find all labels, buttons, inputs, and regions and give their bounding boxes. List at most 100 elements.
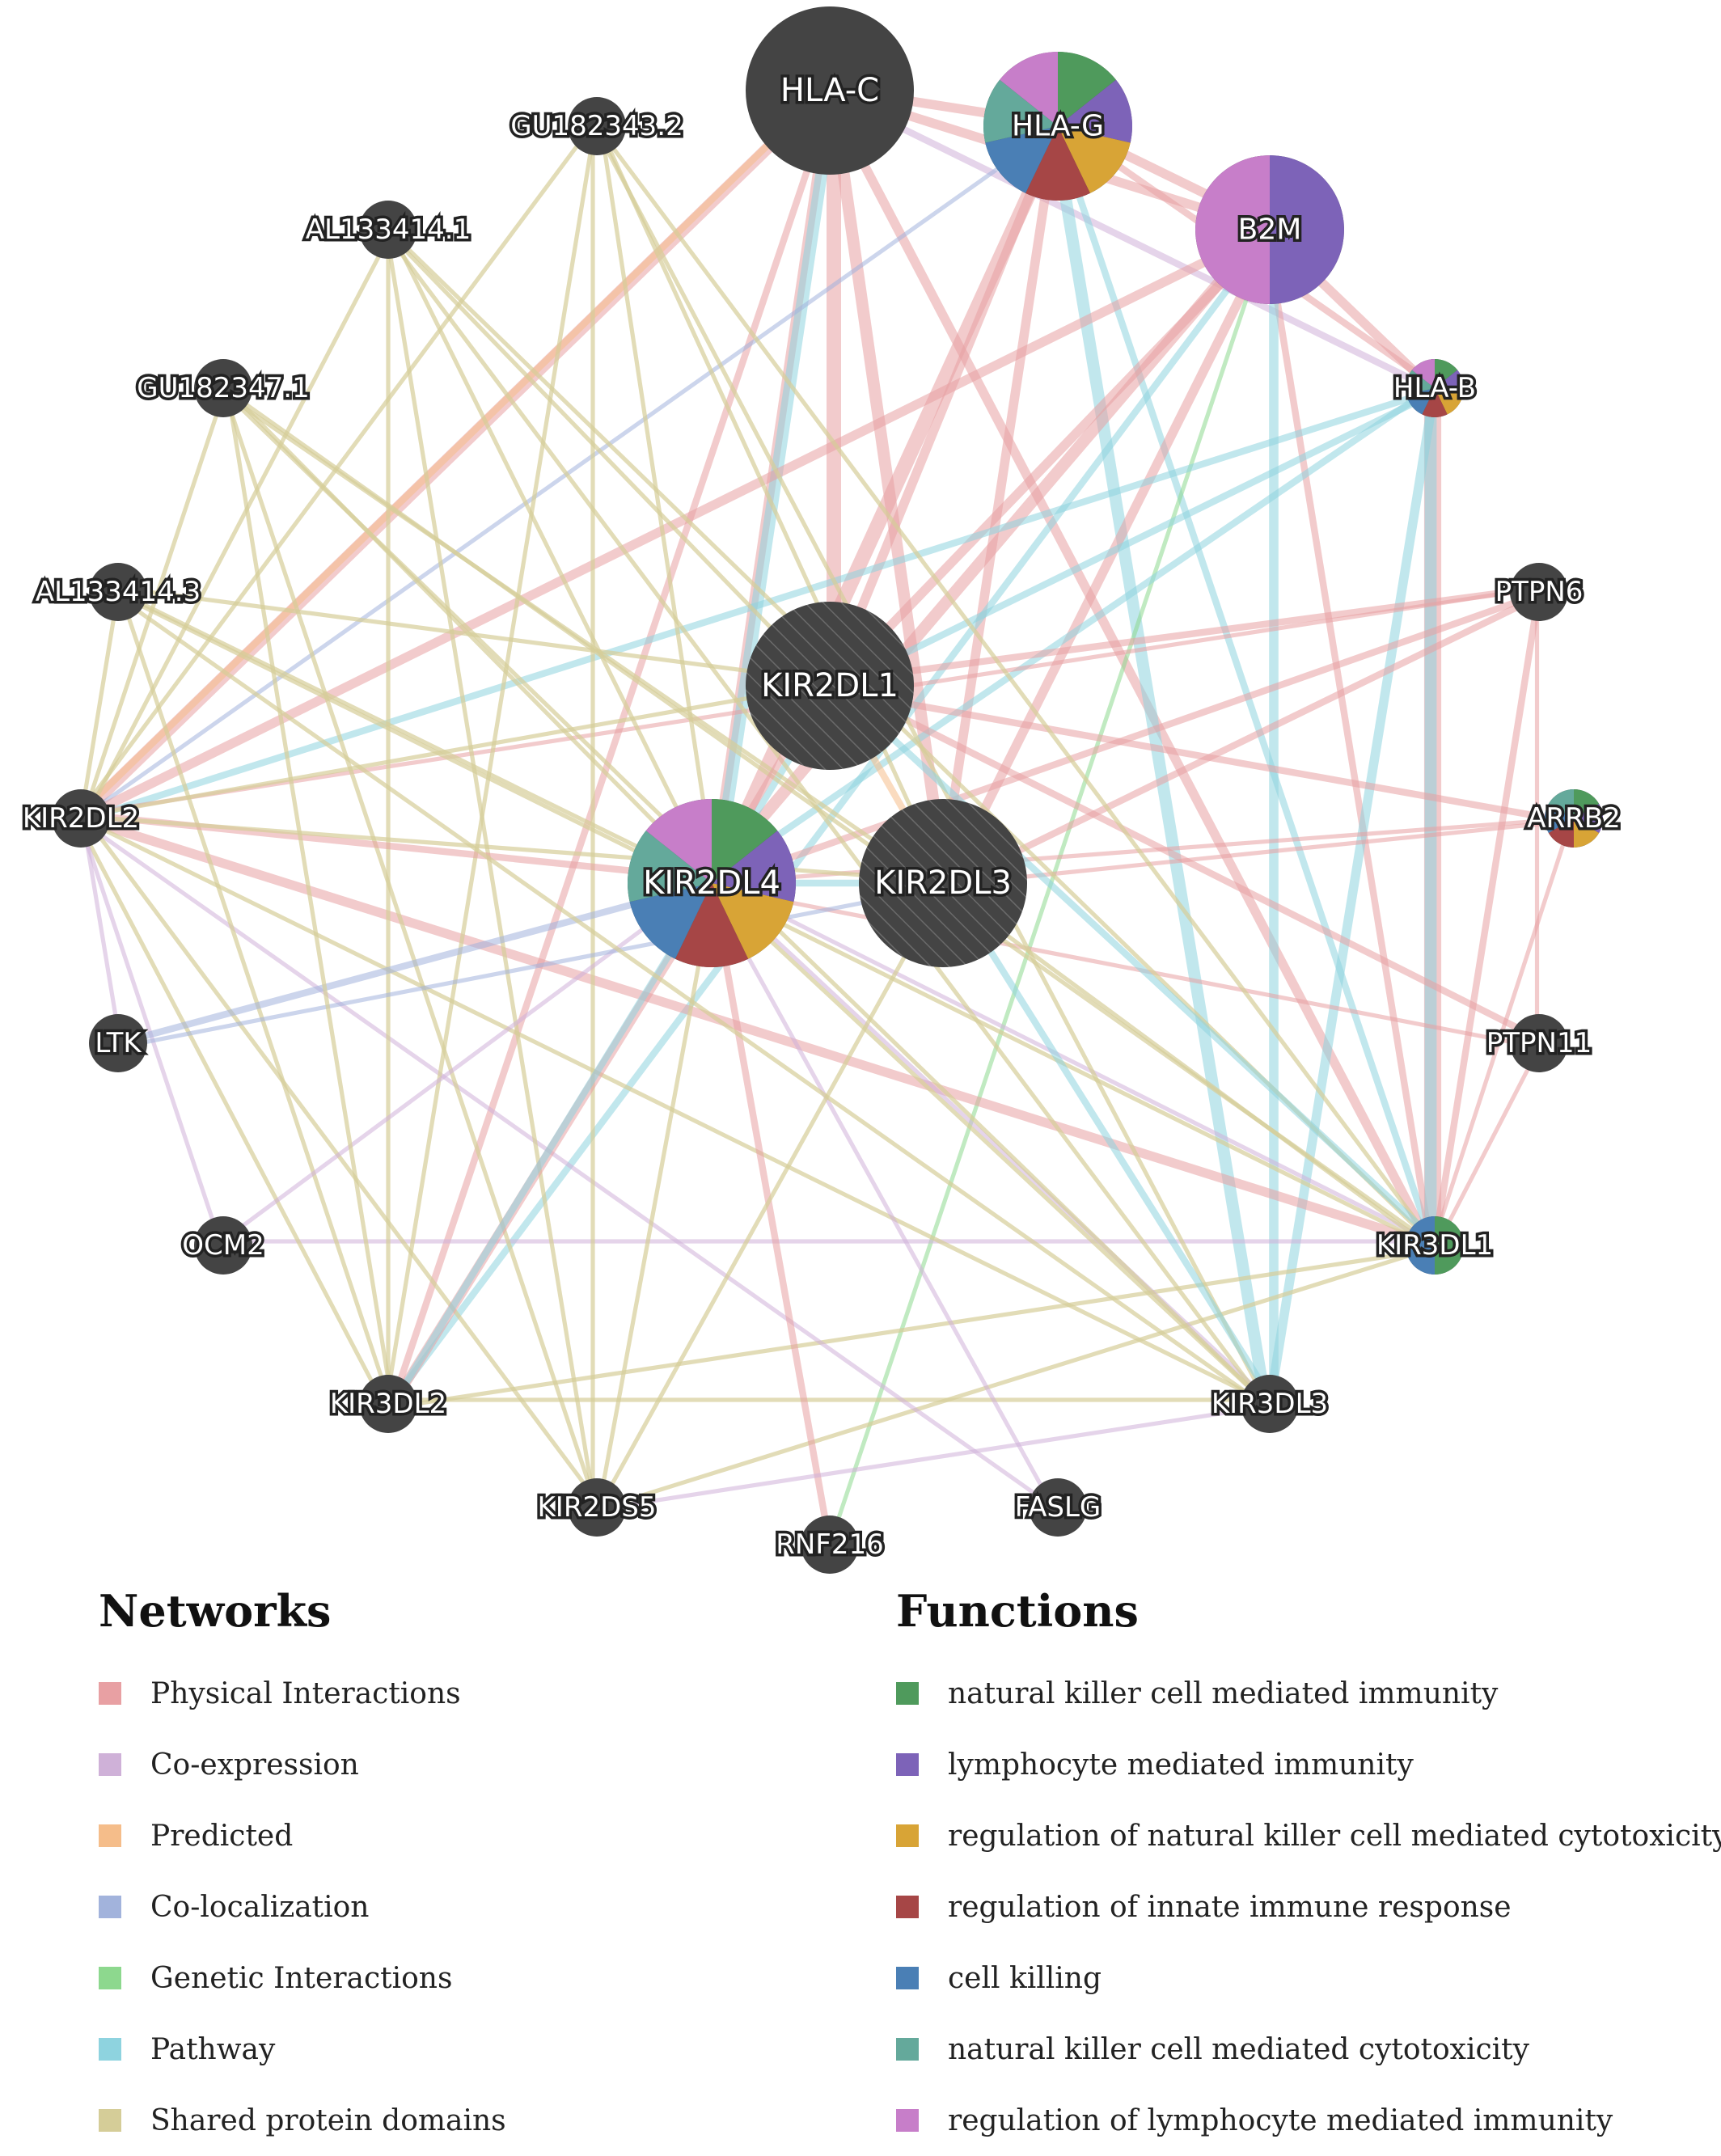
node-label-ocm2: OCM2 (182, 1229, 264, 1262)
edge-hla-b-kir2dl1 (830, 388, 1439, 693)
edge-hla-c-kir2dl2 (75, 85, 830, 818)
co-localization-swatch (99, 1896, 121, 1918)
function-slice-cell-killing (1545, 804, 1574, 833)
edge-ptpn6-kir3dl1 (1431, 591, 1543, 1246)
edge-gu182343-2-kir2dl3 (596, 124, 947, 884)
edge-ptpn11-kir2dl1 (830, 679, 1543, 1043)
function-slice-regulation-of-natural-killer-cell-mediated-cytotoxicity (1574, 818, 1600, 848)
node-ocm2[interactable]: OCM2 (180, 1216, 267, 1275)
node-ltk[interactable]: LTK (89, 1014, 147, 1072)
edge-arrb2-kir3dl1 (1431, 817, 1575, 1246)
legend-item-genetic-interactions: Genetic Interactions (99, 1943, 506, 2014)
edge-kir3dl1-kir2dl4 (711, 879, 1437, 1246)
node-kir2dl3[interactable]: KIR2DL3 (859, 799, 1027, 967)
cell-killing-swatch (896, 1967, 919, 1989)
node-circle (1029, 1478, 1087, 1537)
node-label-kir3dl2: KIR3DL2 (330, 1388, 446, 1420)
lymphocyte-mediated-immunity-swatch (896, 1753, 919, 1776)
edge-arrb2-kir2dl1 (828, 686, 1574, 826)
node-kir3dl1[interactable]: KIR3DL1 (1373, 1216, 1496, 1275)
node-b2m[interactable]: B2M (1195, 155, 1344, 304)
legend-networks-title: Networks (99, 1585, 332, 1637)
node-arrb2[interactable]: ARRB2 (1524, 789, 1623, 848)
legend-item-nk-mediated-immunity: natural killer cell mediated immunity (896, 1658, 1721, 1729)
node-circle (746, 602, 914, 770)
legend-item-predicted: Predicted (99, 1800, 506, 1871)
node-kir2dl4[interactable]: KIR2DL4 (627, 799, 796, 968)
edge-kir2ds5-kir2dl4 (596, 882, 717, 1508)
node-kir2dl2[interactable]: KIR2DL2 (19, 789, 142, 848)
edge-kir2dl2-al133414-3 (78, 591, 121, 819)
node-kir3dl3[interactable]: KIR3DL3 (1208, 1375, 1331, 1433)
node-hla-c[interactable]: HLA-C (746, 6, 914, 175)
function-slice-cell-killing (1406, 1216, 1435, 1275)
pathway-swatch (99, 2038, 121, 2061)
node-ptpn11[interactable]: PTPN11 (1483, 1014, 1595, 1072)
edge-gu182347-1-kir2dl3 (219, 389, 942, 889)
edge-al133414-3-kir3dl3 (114, 593, 1269, 1410)
edge-hla-g-kir2dl1 (825, 124, 1063, 688)
node-label-faslg: FASLG (1015, 1491, 1102, 1524)
node-kir2ds5[interactable]: KIR2DS5 (535, 1478, 659, 1537)
node-al133414-1[interactable]: AL133414.1 (302, 201, 474, 259)
edge-gu182343-2-kir2dl4 (598, 125, 718, 883)
predicted-swatch (99, 1824, 121, 1847)
edge-faslg-kir2dl4 (706, 884, 1056, 1511)
legend-item-lymphocyte-mediated-immunity: lymphocyte mediated immunity (896, 1729, 1721, 1800)
function-slice-lymphocyte-mediated-immunity (1270, 155, 1344, 304)
function-slice-natural-killer-cell-mediated-cytotoxicity (1548, 789, 1574, 818)
edge-al133414-1-kir2dl1 (385, 229, 831, 689)
legend-item-co-expression: Co-expression (99, 1729, 506, 1800)
node-label-kir3dl3: KIR3DL3 (1211, 1388, 1328, 1420)
function-slice-cell-killing (629, 883, 712, 959)
edge-b2m-kir2dl3 (942, 229, 1278, 887)
edge-kir3dl2-kir2dl2 (75, 819, 387, 1407)
node-kir2dl1[interactable]: KIR2DL1 (746, 602, 914, 770)
legend-functions: Functions natural killer cell mediated i… (896, 1585, 1721, 2156)
node-kir3dl2[interactable]: KIR3DL2 (327, 1375, 450, 1433)
edge-al133414-3-kir2dl4 (116, 590, 713, 886)
node-ptpn6[interactable]: PTPN6 (1492, 563, 1586, 621)
node-gu182343-2[interactable]: GU182343.2 (508, 97, 686, 155)
node-circle (746, 6, 914, 175)
node-circle (194, 359, 252, 417)
legend-item-regulation-lymphocyte-immunity: regulation of lymphocyte mediated immuni… (896, 2085, 1721, 2156)
function-slice-regulation-of-natural-killer-cell-mediated-cytotoxicity (712, 883, 794, 959)
function-slice-regulation-of-natural-killer-cell-mediated-cytotoxicity (1435, 388, 1464, 415)
node-label-ltk: LTK (95, 1027, 142, 1059)
edge-al133414-1-kir2dl4 (387, 227, 716, 884)
legend-networks: Networks Physical Interactions Co-expres… (99, 1585, 506, 2156)
node-circle (89, 563, 147, 621)
edge-hla-b-kir3dl3 (1265, 387, 1440, 1405)
node-label-kir3dl1: KIR3DL1 (1376, 1229, 1493, 1262)
node-hla-g[interactable]: HLA-G (983, 52, 1132, 201)
edge-faslg-kir2dl2 (78, 818, 1059, 1511)
edge-gu182347-1-kir3dl2 (225, 387, 395, 1404)
edge-kir2dl1-kir3dl1 (830, 680, 1440, 1245)
gene-network-graph: HLA-C HLA-G B2M HLA-B PTPN6ARRB2PTPN11KIR3DL… (19, 6, 1623, 1574)
node-rnf216[interactable]: RNF216 (773, 1516, 886, 1574)
legend-item-regulation-nk-cytotoxicity: regulation of natural killer cell mediat… (896, 1800, 1721, 1871)
function-slice-cell-killing (1406, 388, 1435, 415)
legend-item-cell-killing: cell killing (896, 1943, 1721, 2014)
function-slice-lymphocyte-mediated-immunity (1574, 804, 1604, 833)
node-label-al133414-3: AL133414.3 (36, 576, 201, 608)
node-al133414-3[interactable]: AL133414.3 (32, 563, 204, 621)
node-label-arrb2: ARRB2 (1527, 802, 1620, 835)
edge-hla-b-kir2dl4 (708, 383, 1436, 885)
node-label-hla-g: HLA-G (1012, 110, 1104, 143)
node-label-hla-c: HLA-C (780, 72, 879, 109)
edge-hla-b-kir2dl2 (80, 387, 1437, 824)
nk-cytotoxicity-swatch (896, 2038, 919, 2061)
function-slice-regulation-of-natural-killer-cell-mediated-cytotoxicity (1058, 126, 1131, 193)
function-slice-regulation-of-lymphocyte-mediated-immunity (1000, 52, 1058, 126)
node-hla-b[interactable]: HLA-B (1390, 359, 1479, 418)
node-circle (1510, 1014, 1568, 1072)
node-faslg[interactable]: FASLG (1012, 1478, 1104, 1537)
node-gu182347-1[interactable]: GU182347.1 (134, 359, 312, 417)
edge-ltk-kir2dl3 (118, 885, 945, 1050)
function-slice-natural-killer-cell-mediated-immunity (1435, 1216, 1464, 1275)
function-slice-natural-killer-cell-mediated-cytotoxicity (1406, 370, 1435, 395)
node-circle (859, 799, 1027, 967)
edge-kir3dl2-gu182343-2 (383, 125, 598, 1405)
